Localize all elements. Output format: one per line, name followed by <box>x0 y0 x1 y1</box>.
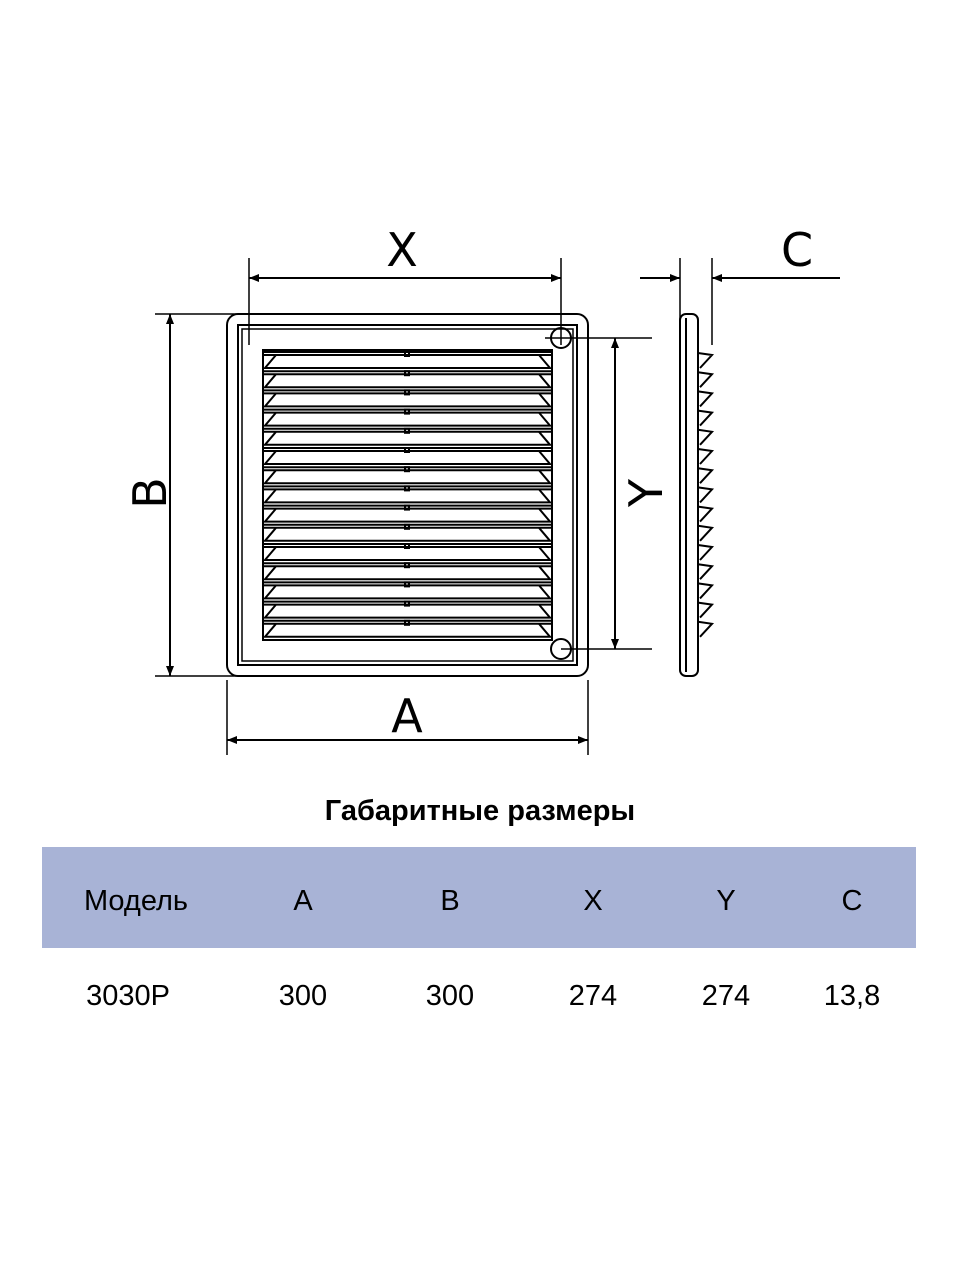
louver-clip <box>404 351 410 357</box>
louver-slat <box>262 370 553 389</box>
louver-slat <box>262 447 553 465</box>
cell-a: 300 <box>278 980 328 1012</box>
label-a: A <box>391 689 423 743</box>
louver-clip <box>404 600 410 607</box>
louver-slat <box>262 408 553 427</box>
louver-clip <box>404 523 410 530</box>
louver-slat <box>262 581 553 600</box>
label-b: B <box>123 477 177 509</box>
side-louvers <box>697 352 715 638</box>
louver-clip <box>404 389 410 396</box>
label-x: X <box>386 223 418 277</box>
louver-clip <box>404 485 410 492</box>
louver-area <box>262 349 553 641</box>
col-header-model: Модель <box>83 885 189 917</box>
side-view <box>679 313 715 677</box>
cell-model: 3030P <box>86 980 170 1012</box>
cell-x: 274 <box>568 980 618 1012</box>
louver-slat <box>262 427 553 446</box>
louver-clip <box>404 562 410 569</box>
label-c: C <box>781 223 813 277</box>
louver-slat <box>262 351 553 369</box>
grille-dimension-drawing: X B A Y C <box>123 223 840 755</box>
cell-y: 274 <box>701 980 751 1012</box>
louver-clip <box>404 504 410 511</box>
louver-clip <box>404 447 410 453</box>
table-header-band <box>42 847 916 948</box>
col-header-c: C <box>841 885 863 917</box>
label-y: Y <box>619 478 673 508</box>
louver-clip <box>404 466 410 473</box>
table-title: Габаритные размеры <box>324 795 636 827</box>
louver-slat <box>262 543 553 561</box>
louver-clip <box>404 619 410 626</box>
louver-slat <box>262 389 553 408</box>
louvers <box>262 351 553 638</box>
louver-slat <box>262 504 553 523</box>
louver-slat <box>262 523 553 542</box>
outer-frame <box>226 313 589 677</box>
louver-slat <box>262 619 553 638</box>
col-header-b: B <box>440 885 460 917</box>
louver-slat <box>262 562 553 581</box>
louver-clip <box>404 427 410 434</box>
dimension-lines <box>155 258 840 755</box>
louver-slat <box>262 600 553 619</box>
cell-c: 13,8 <box>823 980 881 1012</box>
col-header-x: X <box>583 885 603 917</box>
front-view <box>226 313 589 677</box>
louver-slat <box>262 485 553 504</box>
col-header-a: A <box>293 885 313 917</box>
louver-clip <box>404 370 410 377</box>
cell-b: 300 <box>425 980 475 1012</box>
louver-clip <box>404 581 410 588</box>
inner-frame <box>237 324 578 666</box>
louver-clip <box>404 543 410 549</box>
louver-slat <box>262 466 553 485</box>
louver-clip <box>404 408 410 415</box>
col-header-y: Y <box>716 885 736 917</box>
